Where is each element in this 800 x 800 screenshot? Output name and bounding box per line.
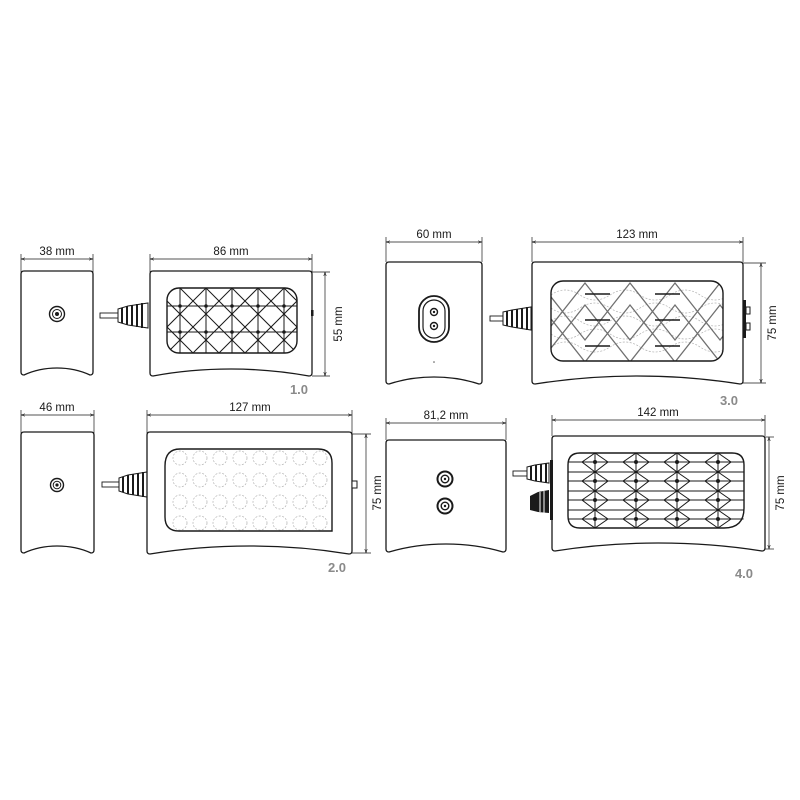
cable-strain-relief-icon (489, 306, 532, 331)
height-label: 55 mm (333, 306, 345, 341)
vent-grille-icon (166, 287, 298, 354)
side-view: 142 mm (550, 407, 787, 552)
side-length-label: 86 mm (213, 246, 248, 258)
side-length-label: 123 mm (616, 229, 658, 241)
vent-grille-icon (164, 448, 333, 532)
vent-grille-icon (567, 452, 745, 529)
housing-front (20, 431, 95, 554)
dual-round-jack-icon (436, 470, 454, 515)
height-label: 75 mm (775, 475, 787, 510)
side-view: 123 mm (531, 229, 779, 385)
ac-inlet-figure-8-icon (418, 295, 450, 343)
front-width-label: 60 mm (416, 229, 451, 241)
cable-strain-relief-icon (99, 302, 149, 329)
dc-jack-icon (49, 477, 65, 493)
side-length-label: 142 mm (637, 407, 679, 419)
housing-front (20, 270, 94, 376)
front-view: 38 mm (20, 246, 94, 376)
dc-jack-icon (48, 305, 66, 323)
model-4-0: 81,2 mm (385, 407, 787, 581)
vent-grille-icon (550, 280, 724, 362)
model-number-label: 4.0 (735, 566, 753, 581)
front-view: 81,2 mm (385, 410, 507, 553)
cable-strain-relief-icon (101, 471, 148, 498)
front-view: 60 mm (385, 229, 483, 385)
model-3-0: 60 mm 123 mm (385, 229, 779, 408)
side-length-label: 127 mm (229, 402, 271, 414)
model-number-label: 3.0 (720, 393, 738, 408)
front-width-label: 38 mm (39, 246, 74, 258)
housing-front (385, 439, 507, 553)
height-label: 75 mm (372, 475, 384, 510)
model-number-label: 2.0 (328, 560, 346, 575)
cable-strain-relief-icon (512, 462, 550, 484)
front-width-label: 81,2 mm (424, 410, 469, 422)
side-view: 86 mm (149, 246, 345, 377)
adjustment-knob-icon (530, 490, 549, 513)
front-view: 46 mm (20, 402, 95, 554)
side-view: 127 mm 75 mm (146, 402, 384, 555)
height-label: 75 mm (767, 305, 779, 340)
model-number-label: 1.0 (290, 382, 308, 397)
model-1-0: 38 mm 86 mm (20, 246, 345, 397)
front-width-label: 46 mm (39, 402, 74, 414)
model-2-0: 46 mm 127 mm (20, 402, 384, 575)
